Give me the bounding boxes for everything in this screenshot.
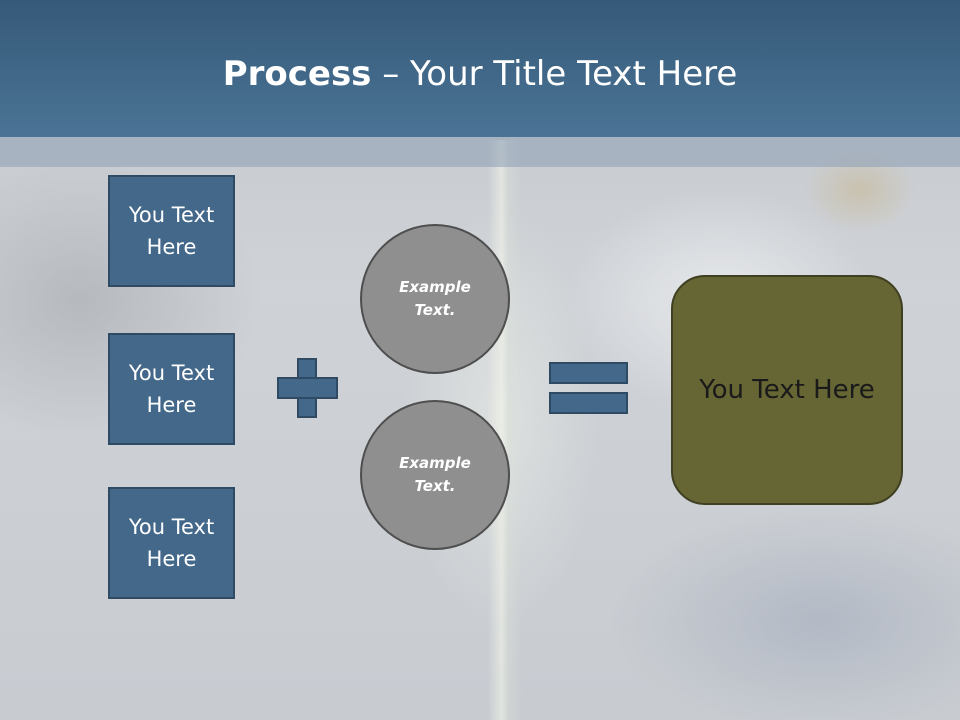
slide-title: Process – Your Title Text Here [0, 52, 960, 96]
input-box-3-label: You Text Here [128, 515, 215, 571]
equals-icon-bottom-bar [549, 392, 628, 414]
example-circle-2[interactable]: Example Text. [360, 400, 510, 550]
input-box-1[interactable]: You Text Here [108, 175, 235, 287]
result-box[interactable]: You Text Here [671, 275, 903, 505]
title-bar [0, 0, 960, 137]
result-box-label: You Text Here [699, 375, 875, 405]
example-circle-2-label: Example Text. [399, 454, 471, 495]
input-box-1-label: You Text Here [128, 203, 215, 259]
title-underband [0, 137, 960, 167]
input-box-2-label: You Text Here [128, 361, 215, 417]
example-circle-1[interactable]: Example Text. [360, 224, 510, 374]
title-bold: Process [222, 54, 372, 94]
example-circle-1-label: Example Text. [399, 278, 471, 319]
title-rest: – Your Title Text Here [371, 54, 738, 94]
input-box-2[interactable]: You Text Here [108, 333, 235, 445]
equals-icon-top-bar [549, 362, 628, 384]
input-box-3[interactable]: You Text Here [108, 487, 235, 599]
plus-icon-center [299, 379, 315, 397]
